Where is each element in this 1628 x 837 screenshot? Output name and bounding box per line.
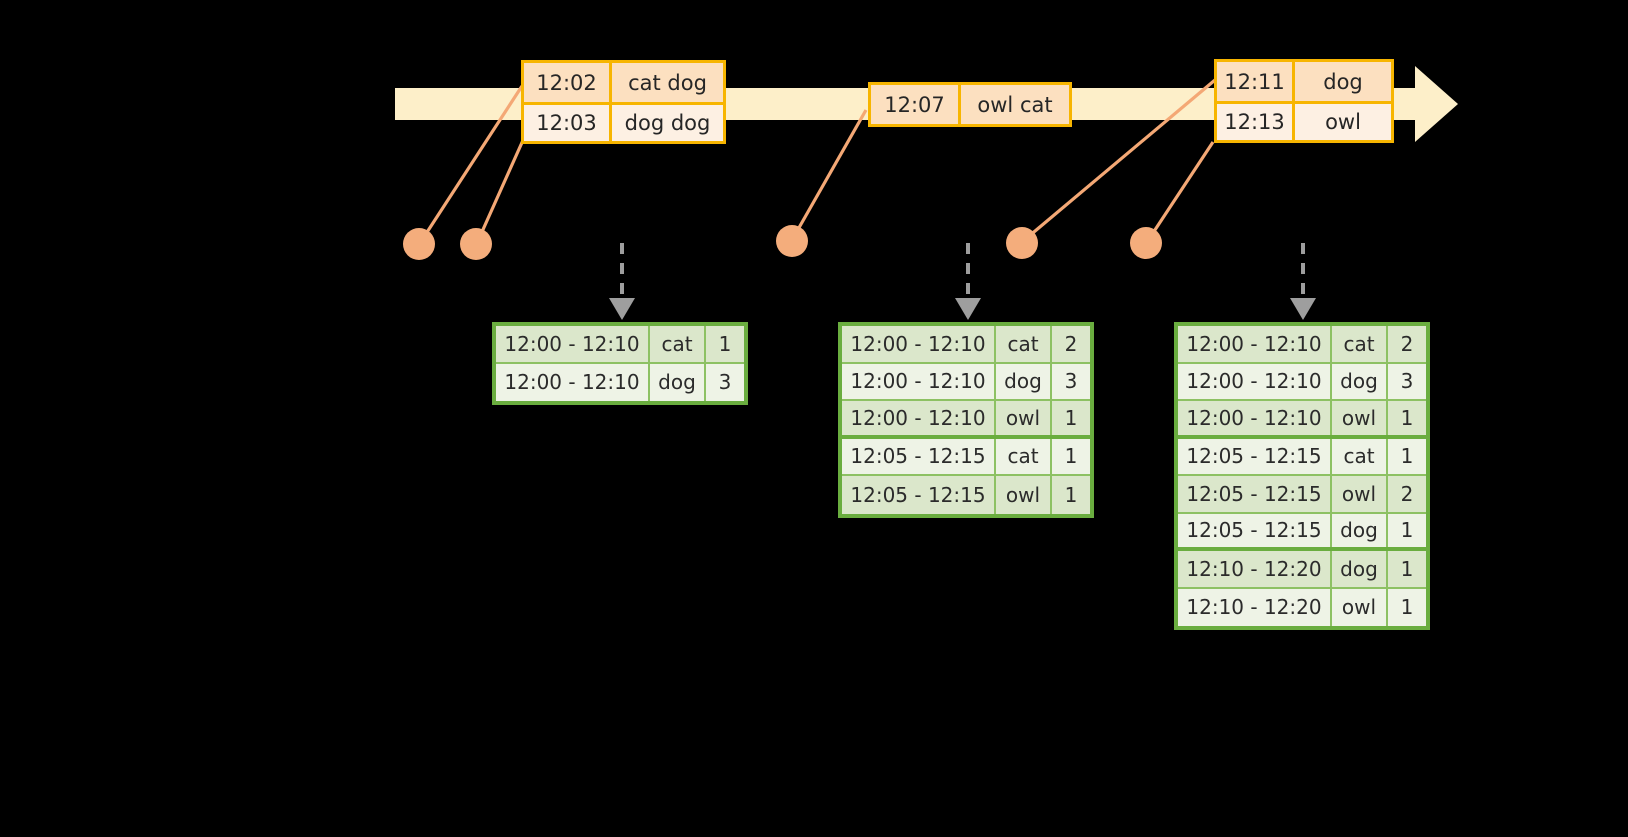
cell-window: 12:00 - 12:10 <box>1178 363 1332 399</box>
event-words: owl <box>1325 110 1361 134</box>
cell-word: owl <box>1332 588 1388 626</box>
cell-word: owl <box>1332 401 1388 435</box>
event-words: cat dog <box>628 70 707 95</box>
event-time: 12:11 <box>1217 62 1295 101</box>
table-row: 12:00 - 12:10 dog 3 <box>1178 363 1426 401</box>
cell-window: 12:05 - 12:15 <box>842 438 996 474</box>
emit-arrows <box>609 243 1316 320</box>
connector-line-1 <box>418 85 524 244</box>
cell-word: dog <box>1332 551 1388 587</box>
cell-window: 12:05 - 12:15 <box>1178 438 1332 474</box>
cell-count: 1 <box>1064 482 1078 507</box>
event-row: 12:03 dog dog <box>524 102 723 141</box>
cell-word: dog <box>1332 513 1388 547</box>
table-row: 12:05 - 12:15 owl 1 <box>842 476 1090 514</box>
emit-arrow-3 <box>1290 243 1316 320</box>
event-time: 12:02 <box>524 63 612 102</box>
cell-window: 12:00 - 12:10 <box>1178 401 1332 435</box>
cell-word: cat <box>1332 326 1388 362</box>
cell-window: 12:10 - 12:20 <box>1178 551 1332 587</box>
table-row: 12:00 - 12:10 cat 2 <box>1178 326 1426 364</box>
cell-word: owl <box>1332 476 1388 512</box>
table-row: 12:00 - 12:10 dog 3 <box>496 363 744 401</box>
connector-dots <box>403 225 1162 260</box>
cell-word: owl <box>996 401 1052 435</box>
cell-count: 3 <box>718 370 732 395</box>
result-table-2: 12:00 - 12:10 cat 2 12:00 - 12:10 dog 3 … <box>838 322 1094 518</box>
cell-count: 1 <box>1400 518 1414 543</box>
connector-dot-3 <box>776 225 808 257</box>
cell-count: 2 <box>1400 331 1414 356</box>
cell-count: 1 <box>1400 405 1414 430</box>
event-box-group-1: 12:02 cat dog 12:03 dog dog <box>521 60 726 144</box>
cell-window: 12:05 - 12:15 <box>1178 513 1332 547</box>
event-row: 12:11 dog <box>1217 62 1391 101</box>
cell-word: cat <box>996 438 1052 474</box>
table-row: 12:05 - 12:15 dog 1 <box>1178 513 1426 551</box>
table-row: 12:05 - 12:15 cat 1 <box>842 438 1090 476</box>
cell-count: 1 <box>1400 444 1414 469</box>
event-time: 12:13 <box>1217 104 1295 140</box>
table-row: 12:10 - 12:20 owl 1 <box>1178 588 1426 626</box>
cell-window: 12:00 - 12:10 <box>842 363 996 399</box>
table-row: 12:00 - 12:10 owl 1 <box>1178 401 1426 439</box>
cell-word: cat <box>650 326 706 362</box>
cell-count: 1 <box>1064 405 1078 430</box>
cell-word: dog <box>650 363 706 401</box>
cell-window: 12:00 - 12:10 <box>1178 326 1332 362</box>
event-words: dog <box>1323 69 1363 94</box>
cell-count: 1 <box>1400 595 1414 620</box>
connector-line-3 <box>790 109 868 241</box>
table-row: 12:10 - 12:20 dog 1 <box>1178 551 1426 589</box>
cell-window: 12:00 - 12:10 <box>496 326 650 362</box>
connector-dot-2 <box>460 228 492 260</box>
connector-line-2 <box>475 137 526 244</box>
cell-window: 12:10 - 12:20 <box>1178 588 1332 626</box>
event-words: owl cat <box>977 92 1053 117</box>
cell-word: dog <box>996 363 1052 399</box>
cell-count: 3 <box>1400 369 1414 394</box>
cell-window: 12:00 - 12:10 <box>496 363 650 401</box>
event-row: 12:07 owl cat <box>871 85 1069 124</box>
cell-count: 1 <box>1064 444 1078 469</box>
event-time: 12:07 <box>871 85 961 124</box>
connector-dot-5 <box>1130 227 1162 259</box>
event-row: 12:02 cat dog <box>524 63 723 102</box>
emit-arrow-2 <box>955 243 981 320</box>
cell-word: owl <box>996 476 1052 514</box>
cell-count: 1 <box>718 331 732 356</box>
event-time: 12:03 <box>524 105 612 141</box>
event-words: dog dog <box>624 111 711 135</box>
emit-arrow-1 <box>609 243 635 320</box>
cell-word: cat <box>1332 438 1388 474</box>
connector-dot-1 <box>403 228 435 260</box>
table-row: 12:05 - 12:15 owl 2 <box>1178 476 1426 514</box>
cell-window: 12:00 - 12:10 <box>842 326 996 362</box>
cell-word: dog <box>1332 363 1388 399</box>
table-row: 12:00 - 12:10 cat 1 <box>496 326 744 364</box>
cell-count: 1 <box>1400 556 1414 581</box>
table-row: 12:05 - 12:15 cat 1 <box>1178 438 1426 476</box>
cell-count: 2 <box>1400 481 1414 506</box>
event-box-group-3: 12:11 dog 12:13 owl <box>1214 59 1394 143</box>
cell-count: 2 <box>1064 331 1078 356</box>
event-row: 12:13 owl <box>1217 101 1391 140</box>
result-table-1: 12:00 - 12:10 cat 1 12:00 - 12:10 dog 3 <box>492 322 748 405</box>
cell-window: 12:00 - 12:10 <box>842 401 996 435</box>
table-row: 12:00 - 12:10 owl 1 <box>842 401 1090 439</box>
table-row: 12:00 - 12:10 dog 3 <box>842 363 1090 401</box>
result-table-3: 12:00 - 12:10 cat 2 12:00 - 12:10 dog 3 … <box>1174 322 1430 630</box>
cell-window: 12:05 - 12:15 <box>1178 476 1332 512</box>
cell-window: 12:05 - 12:15 <box>842 476 996 514</box>
connector-dot-4 <box>1006 227 1038 259</box>
cell-word: cat <box>996 326 1052 362</box>
connector-line-5 <box>1145 141 1215 243</box>
cell-count: 3 <box>1064 369 1078 394</box>
event-box-group-2: 12:07 owl cat <box>868 82 1072 127</box>
table-row: 12:00 - 12:10 cat 2 <box>842 326 1090 364</box>
